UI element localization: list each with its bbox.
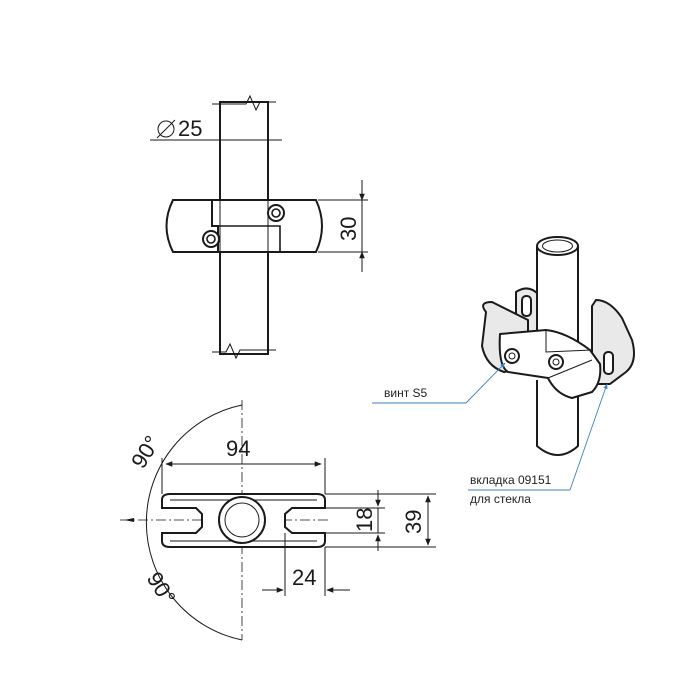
screw-head-lower [202, 230, 220, 248]
slot-width-value: 18 [352, 508, 377, 532]
screw-leader [465, 362, 506, 404]
insert-callout-line1: вкладка 09151 [470, 473, 552, 487]
diameter-value: 25 [178, 116, 202, 141]
front-view: 25 30 [150, 94, 368, 360]
tube-section [218, 496, 266, 544]
angle-lower-label: 90° [142, 567, 181, 608]
break-mark-top [212, 94, 276, 112]
arm-length-value: 24 [292, 565, 316, 590]
iso-right-wing [591, 299, 635, 385]
angle-upper-label: 90° [126, 431, 165, 472]
insert-callout-line2: для стекла [470, 492, 531, 506]
isometric-view: винт S5 вкладка 09151 для стекла [372, 236, 635, 506]
screw-callout: винт S5 [384, 386, 428, 400]
iso-screw-right [548, 354, 564, 370]
depth-value: 39 [401, 510, 426, 534]
width-value: 94 [226, 436, 250, 461]
break-mark-bottom [212, 342, 276, 360]
clamp-joint-line [212, 225, 281, 252]
iso-screw-left [504, 348, 520, 364]
diameter-icon [156, 119, 176, 139]
iso-tube-lower [536, 380, 579, 456]
top-view: 90° 90° 94 24 18 39 [120, 400, 436, 641]
height-value: 30 [336, 217, 361, 241]
screw-head-upper [267, 204, 285, 222]
insert-leader [569, 383, 608, 491]
angle-arc [145, 404, 243, 641]
